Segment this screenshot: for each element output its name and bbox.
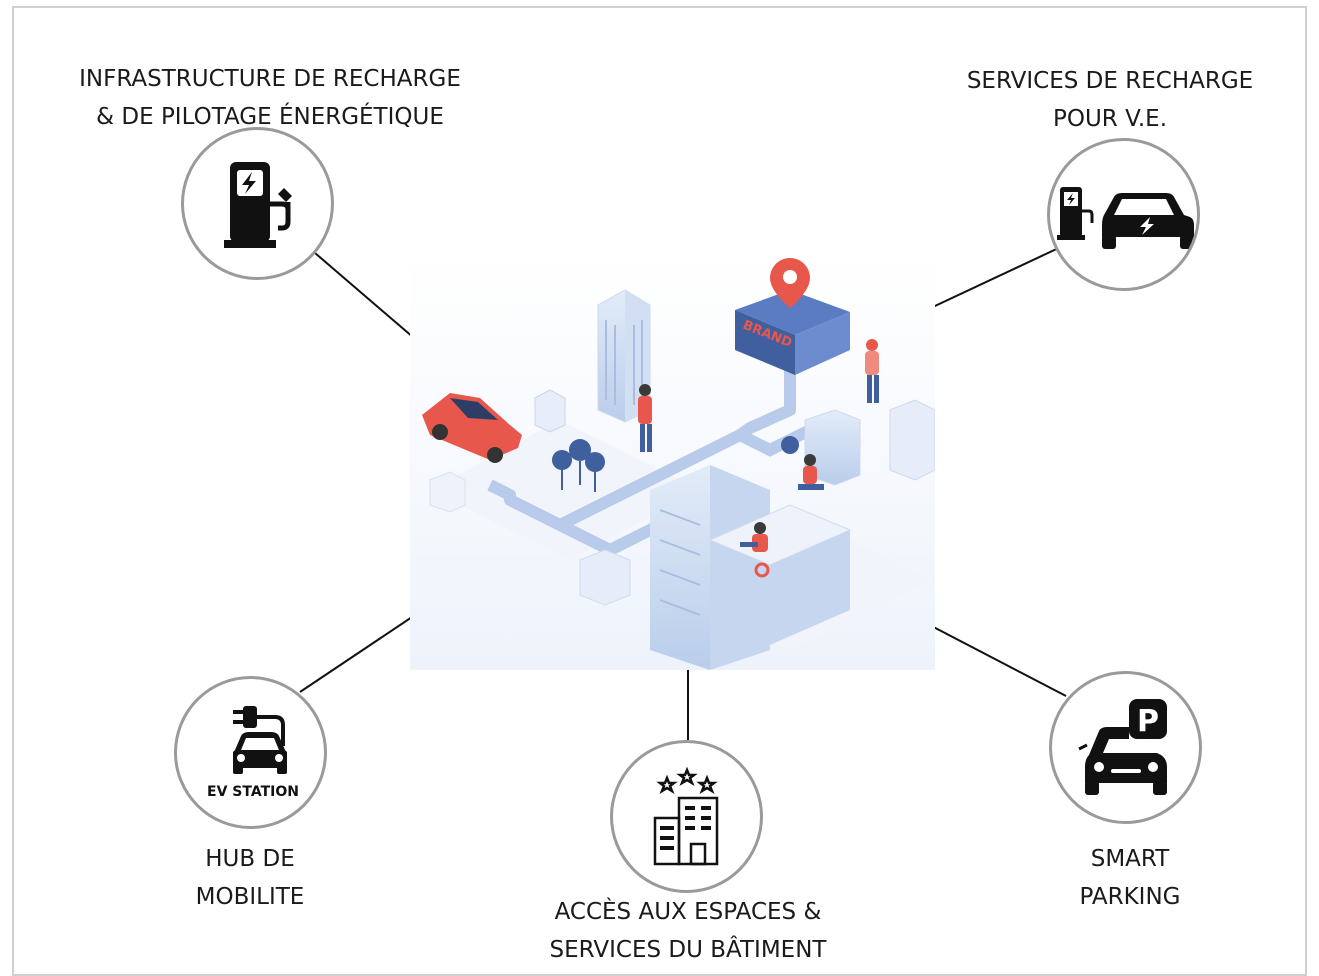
connector-parking [919, 619, 1067, 697]
woman-person [865, 339, 879, 403]
label-parking-line1: SMART [1090, 846, 1170, 872]
connector-services [919, 244, 1066, 314]
connector-infrastructure [314, 252, 429, 351]
label-services: SERVICES DE RECHARGE POUR V.E. [930, 62, 1290, 138]
hotel-building-icon [653, 766, 718, 865]
label-hub-line2: MOBILITE [195, 884, 305, 910]
office-worker [740, 522, 770, 578]
smart-parking-icon: P [1077, 698, 1167, 795]
label-infrastructure-line2: & DE PILOTAGE ÉNERGÉTIQUE [96, 104, 444, 130]
label-hub-line1: HUB DE [205, 846, 295, 872]
label-access-line1: ACCÈS AUX ESPACES & [554, 899, 822, 925]
isometric-smart-city-illustration: BRAND [410, 250, 935, 670]
label-access: ACCÈS AUX ESPACES & SERVICES DU BÂTIMENT [488, 893, 888, 969]
node-infrastructure [181, 127, 334, 280]
red-car [422, 393, 522, 463]
node-services [1047, 138, 1200, 291]
node-access [610, 740, 763, 893]
label-services-line2: POUR V.E. [1052, 106, 1168, 132]
node-hub: EV STATION [174, 676, 327, 829]
node-parking: P [1049, 671, 1202, 824]
label-infrastructure: INFRASTRUCTURE DE RECHARGE & DE PILOTAGE… [40, 60, 500, 136]
label-access-line2: SERVICES DU BÂTIMENT [549, 937, 827, 963]
ev-charger-icon [223, 161, 292, 248]
label-hub: HUB DE MOBILITE [150, 840, 350, 916]
label-infrastructure-line1: INFRASTRUCTURE DE RECHARGE [79, 66, 461, 92]
parking-sign-text: P [1137, 704, 1159, 739]
label-parking: SMART PARKING [1030, 840, 1230, 916]
walking-person [638, 384, 652, 452]
ev-station-icon: EV STATION [207, 705, 299, 800]
label-parking-line2: PARKING [1079, 884, 1181, 910]
label-services-line1: SERVICES DE RECHARGE [966, 68, 1254, 94]
ev-station-text: EV STATION [207, 784, 299, 800]
seated-person [798, 454, 824, 490]
charger-and-car-icon [1056, 186, 1194, 249]
